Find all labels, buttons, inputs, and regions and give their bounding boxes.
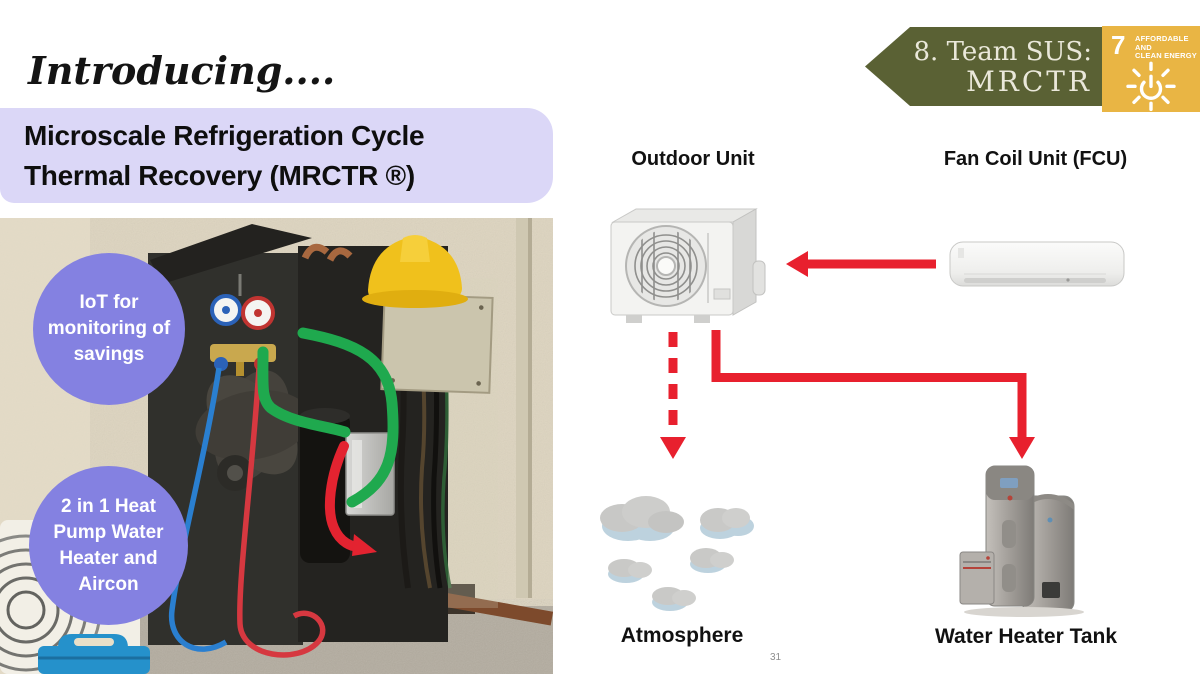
title-box: Microscale Refrigeration Cycle Thermal R…	[0, 108, 553, 203]
sdg7-label-line-2: CLEAN ENERGY	[1135, 51, 1197, 60]
title-line-2: Thermal Recovery (MRCTR ®)	[24, 160, 415, 191]
banner-line-1: 8. Team SUS:	[913, 36, 1093, 67]
green-annotation	[257, 327, 399, 508]
team-banner: 8. Team SUS: MRCTR	[865, 27, 1102, 106]
badge-heatpump: 2 in 1 Heat Pump Water Heater and Aircon	[29, 466, 188, 625]
arrow-outdoor-to-atmosphere	[660, 332, 686, 459]
hard-hat	[362, 235, 468, 308]
arrow-outdoor-to-tank	[711, 330, 1035, 459]
sdg7-sun-icon	[1126, 61, 1176, 112]
label-water-heater-tank: Water Heater Tank	[934, 625, 1118, 648]
hvac-photo: IoT for monitoring of savings 2 in 1 Hea…	[0, 218, 553, 674]
water-heater-image	[959, 465, 1084, 617]
sdg7-label-line-1: AFFORDABLE AND	[1135, 34, 1189, 52]
sdg7-label: AFFORDABLE AND CLEAN ENERGY	[1135, 34, 1200, 61]
label-fcu: Fan Coil Unit (FCU)	[943, 148, 1128, 170]
banner-line-2: MRCTR	[966, 64, 1092, 98]
label-outdoor-unit: Outdoor Unit	[631, 148, 755, 170]
intro-heading: Introducing....	[28, 48, 336, 93]
sdg7-number: 7	[1111, 30, 1126, 60]
arrow-fcu-to-outdoor	[786, 251, 936, 277]
badge-heatpump-label: 2 in 1 Heat Pump Water Heater and Aircon	[53, 495, 164, 595]
badge-iot: IoT for monitoring of savings	[33, 253, 185, 405]
sdg7-badge: 7 AFFORDABLE AND CLEAN ENERGY	[1102, 26, 1200, 112]
red-annotation-arrow	[324, 441, 377, 556]
atmosphere-clouds-image	[600, 496, 754, 611]
title-line-1: Microscale Refrigeration Cycle	[24, 120, 425, 151]
fcu-image	[949, 241, 1125, 287]
hvac-photo-illustration	[0, 218, 553, 674]
outdoor-unit-image	[610, 208, 766, 323]
toolbox	[38, 634, 150, 674]
page-number: 31	[770, 652, 782, 663]
label-atmosphere: Atmosphere	[620, 624, 744, 647]
badge-iot-label: IoT for monitoring of savings	[47, 292, 171, 365]
